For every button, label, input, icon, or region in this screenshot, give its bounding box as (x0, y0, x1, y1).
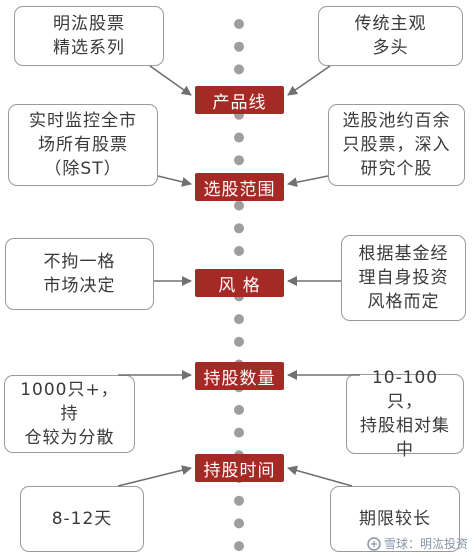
watermark-text: 雪球：明汯投资 (383, 537, 468, 551)
right-box-stock-range: 选股池约百余 只股票，深入 研究个股 (328, 104, 465, 186)
spine-dot (234, 64, 244, 75)
spine-dot (234, 19, 244, 29)
spine-dot (234, 336, 244, 347)
spine-dot (234, 155, 244, 166)
spine-dot (234, 495, 244, 506)
category-style: 风 格 (195, 269, 284, 297)
right-box-product-line: 传统主观 多头 (318, 6, 463, 66)
spine-dot (234, 314, 244, 325)
left-box-stock-range: 实时监控全市 场所有股票 （除ST） (8, 104, 158, 186)
spine-dot (234, 518, 244, 529)
left-box-holding-time: 8-12天 (20, 486, 144, 552)
category-holding-count: 持股数量 (195, 362, 284, 390)
category-product-line: 产品线 (195, 86, 284, 114)
right-box-holding-time: 期限较长 (330, 486, 460, 552)
spine-dot (234, 541, 244, 552)
category-stock-range: 选股范围 (195, 173, 284, 201)
spine-dot (234, 200, 244, 211)
category-holding-time: 持股时间 (195, 454, 284, 482)
left-box-style: 不拘一格 市场决定 (5, 238, 154, 310)
spine-dot (234, 41, 244, 52)
spine-dot (234, 246, 244, 256)
spine-dot (234, 427, 244, 438)
left-box-product-line: 明汯股票 精选系列 (14, 6, 164, 66)
spine-dot (234, 132, 244, 143)
right-box-style: 根据基金经 理自身投资 风格而定 (341, 235, 466, 321)
right-box-holding-count: 10-100只， 持股相对集中 (346, 368, 464, 460)
left-box-holding-count: 1000只+，持 仓较为分散 (4, 375, 135, 453)
spine-dot (234, 223, 244, 234)
spine-dot (234, 404, 244, 415)
watermark: 雪球：明汯投资 (367, 535, 468, 552)
snowball-logo-icon (367, 536, 381, 551)
